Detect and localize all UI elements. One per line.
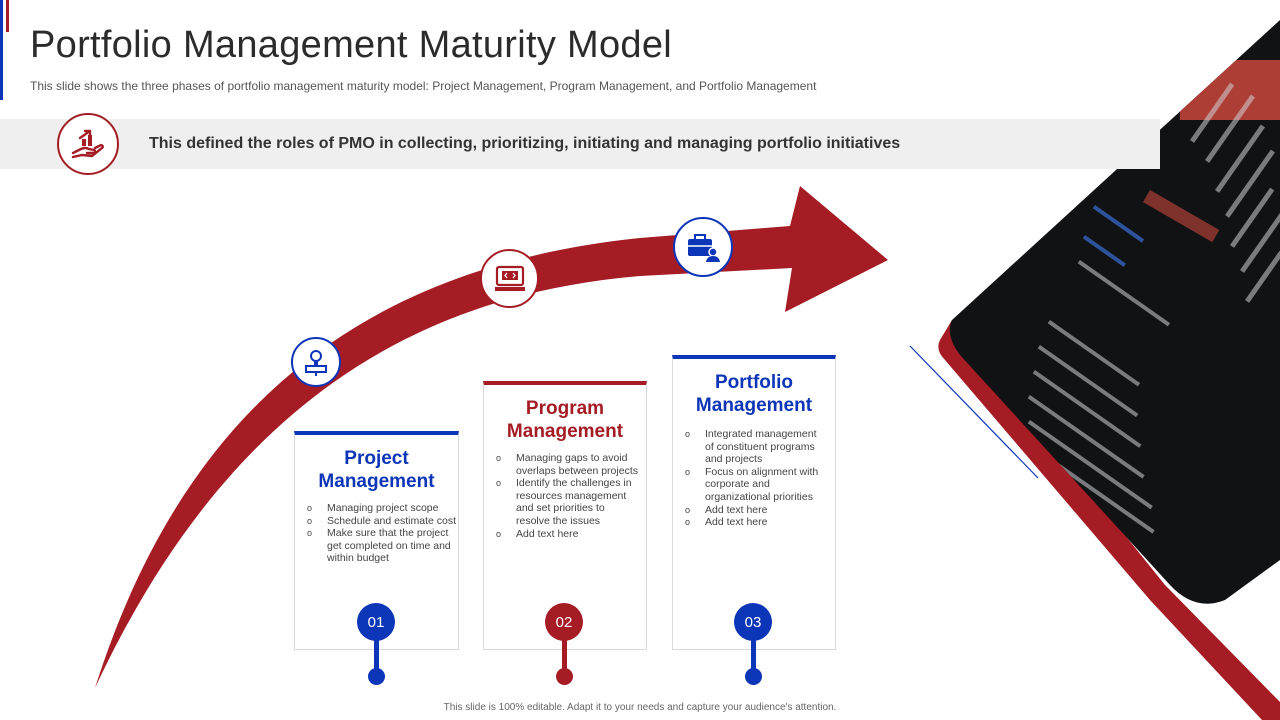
- badge-stem: [751, 640, 756, 670]
- badge-stem: [374, 640, 379, 670]
- phase-title: Project Management: [318, 448, 435, 492]
- phase-bullets: Managing project scope Schedule and esti…: [307, 502, 457, 565]
- phase-title: Portfolio Management: [695, 372, 813, 416]
- badge-dot: [556, 668, 573, 685]
- highlight-banner: [0, 119, 1160, 169]
- bulb-presentation-icon: [291, 337, 341, 387]
- phase-card-portfolio-management: Portfolio Management Integrated manageme…: [672, 355, 836, 650]
- list-item: Managing gaps to avoid overlaps between …: [496, 452, 638, 477]
- list-item: Integrated management of constituent pro…: [685, 428, 825, 466]
- list-item: Managing project scope: [307, 502, 457, 515]
- list-item: Add text here: [496, 528, 638, 541]
- phase-bullets: Integrated management of constituent pro…: [685, 428, 825, 529]
- accent-bar-red: [6, 0, 9, 32]
- code-monitor-icon: [480, 249, 539, 308]
- phase-number-badge: 03: [734, 603, 772, 641]
- list-item: Add text here: [685, 516, 825, 529]
- hand-growth-chart-icon: [57, 113, 119, 175]
- briefcase-person-icon: [673, 217, 733, 277]
- list-item: Identify the challenges in resources man…: [496, 477, 638, 527]
- phase-number-badge: 02: [545, 603, 583, 641]
- badge-stem: [562, 640, 567, 670]
- list-item: Add text here: [685, 504, 825, 517]
- phase-title: Program Management: [506, 398, 624, 442]
- list-item: Make sure that the project get completed…: [307, 527, 457, 565]
- badge-dot: [368, 668, 385, 685]
- page-title: Portfolio Management Maturity Model: [30, 24, 673, 66]
- footer-note: This slide is 100% editable. Adapt it to…: [443, 702, 837, 713]
- accent-bar-blue: [0, 0, 3, 100]
- phase-number-badge: 01: [357, 603, 395, 641]
- badge-dot: [745, 668, 762, 685]
- page-subtitle: This slide shows the three phases of por…: [30, 79, 817, 93]
- phase-bullets: Managing gaps to avoid overlaps between …: [496, 452, 638, 540]
- banner-text: This defined the roles of PMO in collect…: [149, 135, 901, 152]
- list-item: Focus on alignment with corporate and or…: [685, 466, 825, 504]
- list-item: Schedule and estimate cost: [307, 515, 457, 528]
